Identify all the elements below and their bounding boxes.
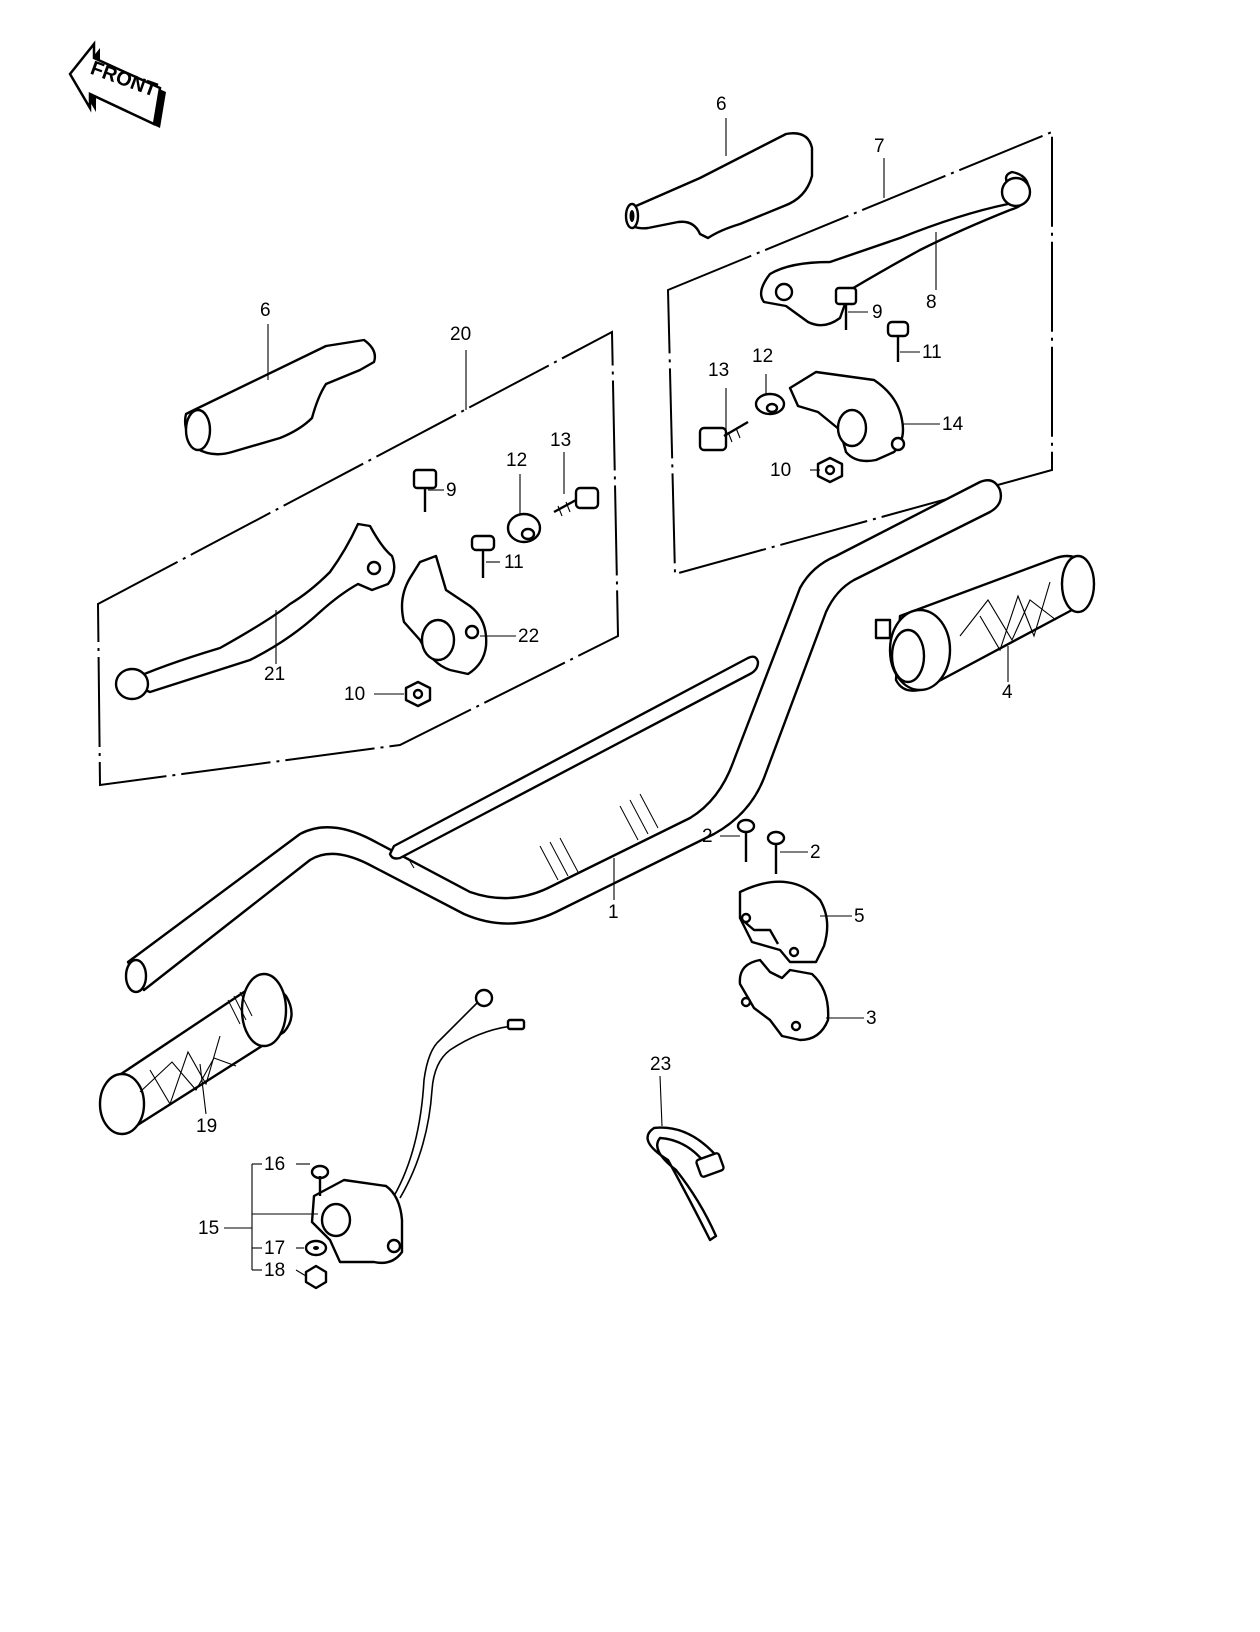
engine-stop-switch bbox=[310, 988, 526, 1265]
grip-cover-right bbox=[624, 132, 814, 240]
adjuster-bolt-13-right bbox=[698, 420, 749, 452]
lever-left bbox=[114, 522, 396, 701]
callout-8: 8 bbox=[926, 292, 937, 313]
callout-12-right: 12 bbox=[752, 346, 773, 367]
callout-9-left: 9 bbox=[446, 480, 457, 501]
callout-15: 15 bbox=[198, 1218, 219, 1239]
callout-18: 18 bbox=[264, 1260, 285, 1281]
throttle-grip bbox=[874, 554, 1096, 692]
callout-2-left: 2 bbox=[702, 826, 713, 847]
adjuster-nut-12-right bbox=[754, 392, 786, 416]
callout-22: 22 bbox=[518, 626, 539, 647]
screw-2a bbox=[736, 818, 756, 862]
callouts: 6 7 8 9 11 13 12 14 10 6 20 9 12 13 11 2… bbox=[196, 94, 1013, 1281]
nut-10-left bbox=[404, 680, 432, 708]
lever-bracket-right bbox=[788, 370, 906, 463]
callout-1: 1 bbox=[608, 902, 619, 923]
left-lever-assembly-boundary bbox=[96, 330, 620, 787]
lever-bracket-left bbox=[400, 554, 488, 676]
adjuster-bolt-13-left bbox=[553, 486, 600, 517]
adjuster-nut-12-left bbox=[506, 512, 542, 544]
throttle-housing-upper bbox=[738, 880, 829, 964]
grip-cover-left bbox=[183, 338, 377, 456]
callout-21: 21 bbox=[264, 664, 285, 685]
callout-20: 20 bbox=[450, 324, 471, 345]
callout-14: 14 bbox=[942, 414, 964, 435]
callout-11-right: 11 bbox=[922, 342, 942, 363]
nut-18 bbox=[304, 1264, 328, 1290]
bolt-11-right bbox=[886, 320, 910, 362]
callout-11-left: 11 bbox=[504, 552, 524, 573]
callout-6-right: 6 bbox=[716, 94, 727, 115]
washer-17 bbox=[304, 1239, 328, 1257]
bolt-9-right bbox=[834, 286, 858, 330]
callout-13-left: 13 bbox=[550, 430, 571, 451]
callout-5: 5 bbox=[854, 906, 865, 927]
callout-2-right: 2 bbox=[810, 842, 821, 863]
callout-10-left: 10 bbox=[344, 684, 365, 705]
throttle-housing-lower bbox=[738, 958, 830, 1042]
nut-10-right bbox=[816, 456, 844, 484]
callout-23: 23 bbox=[650, 1054, 671, 1075]
callout-7: 7 bbox=[874, 136, 885, 157]
cable-strap bbox=[646, 1126, 725, 1242]
screw-2b bbox=[766, 830, 786, 874]
callout-6-left: 6 bbox=[260, 300, 271, 321]
leader-lines bbox=[199, 118, 1009, 1277]
callout-16: 16 bbox=[264, 1154, 285, 1175]
callout-10-right: 10 bbox=[770, 460, 791, 481]
callout-13-right: 13 bbox=[708, 360, 729, 381]
callout-19: 19 bbox=[196, 1116, 217, 1137]
screw-16 bbox=[310, 1164, 330, 1196]
callout-9-right: 9 bbox=[872, 302, 883, 323]
knurl-marks bbox=[539, 793, 659, 881]
callout-12-left: 12 bbox=[506, 450, 527, 471]
callout-4: 4 bbox=[1002, 682, 1013, 703]
left-grip bbox=[98, 972, 293, 1136]
bolt-11-left bbox=[470, 534, 496, 578]
callout-3: 3 bbox=[866, 1008, 877, 1029]
handlebar bbox=[124, 479, 1003, 994]
bolt-9-left bbox=[412, 468, 438, 512]
callout-17: 17 bbox=[264, 1238, 285, 1259]
front-arrow-badge: FRONT bbox=[68, 40, 166, 128]
lever-right bbox=[759, 170, 1032, 327]
right-lever-assembly-boundary bbox=[666, 130, 1053, 576]
